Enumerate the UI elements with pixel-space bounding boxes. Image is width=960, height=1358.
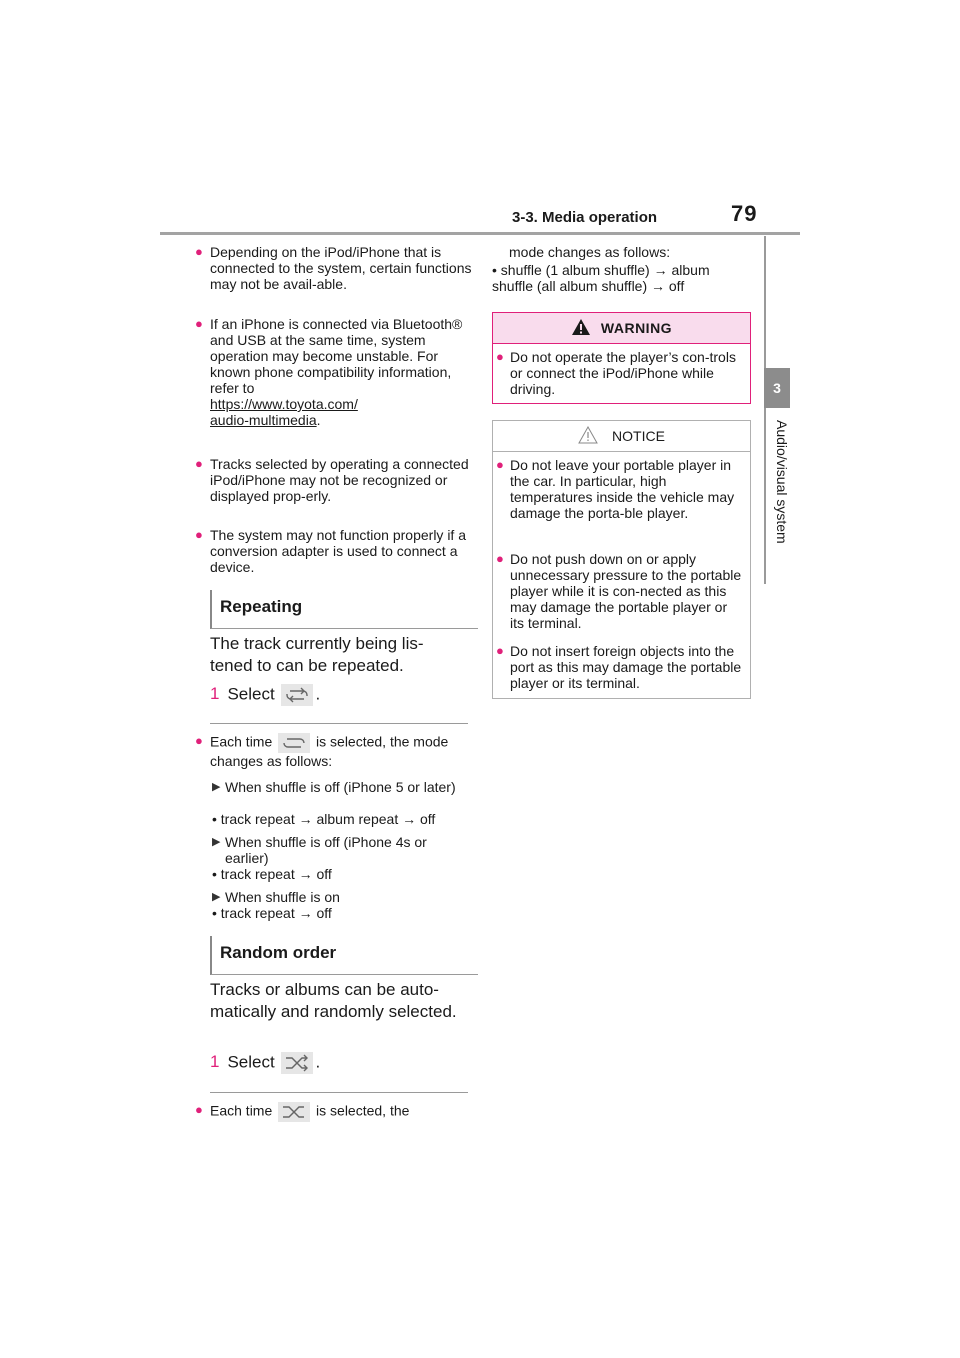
bullet-dot-icon: ● [496,457,504,472]
section-intro: The track currently being lis-tened to c… [210,634,424,675]
bullet-dot-icon: ● [496,551,504,566]
shuffle-icon[interactable] [281,1052,314,1074]
warning-item: ● Do not operate the player’s con-trols … [496,349,736,397]
notice-item: ● Do not insert foreign objects into the… [496,643,742,691]
notice-item: ● Do not leave your portable player in t… [496,457,735,521]
divider [210,1092,468,1093]
continued-seq: • shuffle (1 album shuffle) → album shuf… [492,262,710,294]
toyota-link-cont[interactable]: audio-multimedia [210,412,317,428]
toyota-link[interactable]: https://www.toyota.com/ [210,396,358,412]
triangle-pointer-icon: ▶ [212,836,221,848]
notice-box: NOTICE ● Do not leave your portable play… [492,420,751,699]
bullet-dot-icon: ● [496,643,504,658]
warning-box: WARNING ● Do not operate the player’s co… [492,312,751,404]
repeat-icon[interactable] [281,684,314,706]
case-item: ▶ When shuffle is on [212,889,340,905]
triangle-pointer-icon: ▶ [212,781,221,793]
case-item: ▶ When shuffle is off (iPhone 5 or later… [212,779,456,795]
shuffle-icon [278,1102,311,1122]
list-item: ● Each time is selected, the [195,1102,472,1122]
section-heading-random: Random order [210,936,478,975]
notice-triangle-icon [578,425,598,447]
notice-header: NOTICE [493,421,750,452]
section-title: 3-3. Media operation [512,209,658,226]
case-seq: • track repeat → album repeat → off [212,811,436,827]
continued-text: mode changes as follows: [509,244,671,260]
warning-triangle-icon [571,318,591,339]
bullet-dot-icon: ● [195,733,203,748]
section-intro: Tracks or albums can be auto-matically a… [210,980,457,1021]
notice-item: ● Do not push down on or apply unnecessa… [496,551,742,631]
case-item: ▶ When shuffle is off (iPhone 4s or earl… [212,834,427,866]
bullet-dot-icon: ● [195,244,203,259]
section-heading-repeating: Repeating [210,590,478,629]
bullet-dot-icon: ● [195,456,203,471]
repeat-icon [278,733,311,753]
triangle-pointer-icon: ▶ [212,891,221,903]
chapter-tab: 3 [764,368,790,408]
warning-header: WARNING [493,313,750,344]
divider [210,723,468,724]
bullet-dot-icon: ● [496,349,504,364]
case-seq: • track repeat → off [212,905,332,921]
bullet-dot-icon: ● [195,527,203,542]
list-item: ● Each time is selected, the mode change… [195,733,449,769]
list-item: ● Depending on the iPod/iPhone that is c… [195,244,472,292]
list-item: ● Tracks selected by operating a connect… [195,456,469,504]
header-rule [160,232,800,235]
list-item: ● The system may not function properly i… [195,527,466,575]
list-item: ● If an iPhone is connected via Bluetoot… [195,316,463,428]
chapter-label-text: Audio/visual system [774,420,790,544]
side-tab-line [764,236,766,584]
chapter-label: Audio/visual system [772,420,790,590]
bullet-dot-icon: ● [195,1102,203,1117]
page-number: 79 [731,201,758,226]
bullet-dot-icon: ● [195,316,203,331]
case-seq: • track repeat → off [212,866,332,882]
